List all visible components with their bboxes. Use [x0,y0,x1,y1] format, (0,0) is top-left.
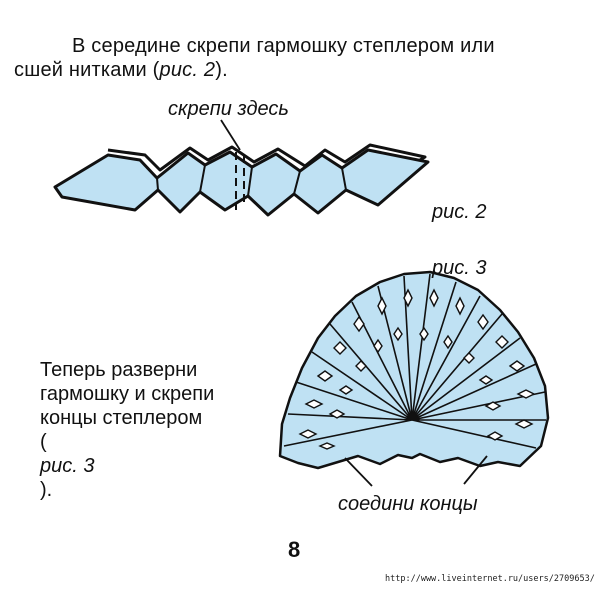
figure-3-caption: рис. 3 [432,257,487,279]
figure-2-caption: рис. 2 [432,201,487,223]
staple-here-callout: скрепи здесь [168,98,289,120]
figure-3-reference: рис. 3 [40,455,95,477]
figure-3-fan [278,270,550,487]
page-number: 8 [288,537,301,562]
intro-line-1: В середине скрепи гармошку степлером или [72,35,495,57]
figure-2-folded-strip [53,119,430,217]
instruction-line-2: гармошку и скрепи [40,383,215,405]
intro-paragraph: В середине скрепи гармошку степлером или… [14,34,572,82]
join-ends-callout: соедини концы [338,493,478,515]
instruction-line-4: (рис. 3). [40,430,280,502]
instruction-line-3: концы степлером [40,407,203,429]
figure-2-reference: рис. 2 [159,59,216,81]
source-url-watermark: http://www.liveinternet.ru/users/2709653… [385,574,595,584]
instruction-line-1: Теперь разверни [40,359,198,381]
intro-line-2: сшей нитками (рис. 2). [14,59,228,81]
unfold-instructions: Теперь разверни гармошку и скрепи концы … [40,358,280,502]
